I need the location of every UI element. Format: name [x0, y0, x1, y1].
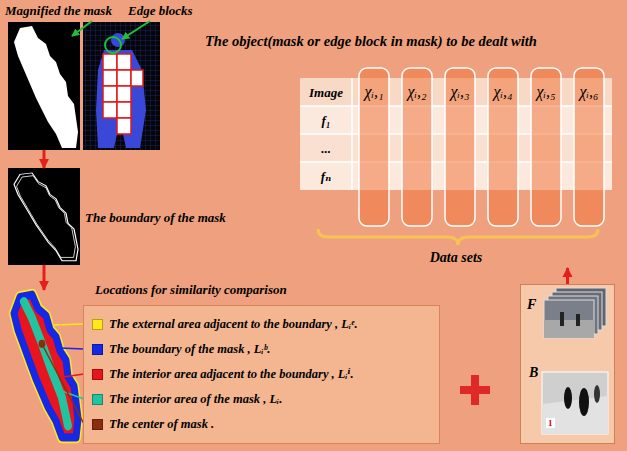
image-caption: Edge blocks [128, 3, 193, 18]
edge-block [103, 70, 117, 86]
legend-swatch [92, 369, 103, 380]
legend-swatch [92, 419, 103, 430]
table-header: χᵢ,₅ [536, 83, 555, 101]
table-header: χᵢ,₂ [407, 83, 426, 101]
edge-block-picture [83, 22, 160, 150]
leader-line [43, 346, 84, 424]
edge-block [103, 102, 117, 118]
column-bar [359, 68, 389, 226]
frame-person [560, 312, 564, 326]
frame [544, 300, 594, 338]
frame-floor [544, 320, 594, 338]
white-mask [14, 26, 78, 148]
boundary-band [14, 295, 78, 438]
leader-line [54, 324, 84, 325]
frame-label: B [529, 365, 538, 381]
block-grid [83, 22, 160, 150]
row-label: f₁ [322, 113, 331, 128]
legend-entry: The interior area adjacent to the bounda… [92, 362, 431, 387]
legend-text: The interior area of the mask , Lᵢ. [109, 392, 282, 407]
mask-boundary [14, 173, 78, 261]
plus-sign [460, 375, 490, 405]
mask-image-panel: Magnified the mask [8, 22, 80, 150]
video-frames-box: F B 1 [520, 284, 615, 444]
column-bar [402, 68, 432, 226]
location-mask-panel: Locations for similarity comparison [8, 290, 80, 440]
table-caption: Data sets [300, 249, 612, 266]
highlight-circle [105, 37, 121, 53]
location-mask [14, 295, 78, 438]
background-person [579, 388, 589, 416]
column-bars [359, 68, 604, 226]
column-bar [488, 68, 518, 226]
flow-arrow [43, 265, 46, 290]
edge-panel-ground [83, 22, 160, 150]
leader-line [59, 390, 84, 399]
row-label: fₙ [321, 169, 331, 184]
boundary-panel-ground [8, 168, 80, 265]
interior-area [24, 302, 68, 426]
mask-center [39, 340, 46, 348]
column-bar [574, 68, 604, 226]
person-mask [96, 50, 146, 148]
edge-block [117, 70, 131, 86]
edge-block [117, 102, 131, 118]
edge-block [117, 54, 131, 70]
edge-block [103, 86, 117, 102]
callout-number: 1 [546, 418, 555, 428]
flow-arrow [43, 150, 46, 168]
legend-box: The external area adjacent to the bounda… [83, 305, 440, 444]
external-band [14, 295, 78, 438]
background-frame [542, 372, 608, 434]
video-frames-picture [520, 284, 615, 444]
mask-boundary [17, 176, 76, 258]
table-header: χᵢ,₁ [364, 83, 383, 101]
legend-entry: The boundary of the mask , Lᵢᵇ. [92, 337, 431, 362]
edge-block [131, 70, 143, 86]
column-bar [531, 68, 561, 226]
pointer-arrow [72, 21, 92, 36]
legend-text: The interior area adjacent to the bounda… [109, 367, 354, 382]
leader-lines [43, 324, 84, 424]
legend-entry: The interior area of the mask , Lᵢ. [92, 387, 431, 412]
edge-block-panel: Edge blocks [83, 22, 160, 150]
row-label: ... [321, 141, 331, 156]
legend-entry: The center of mask . [92, 412, 431, 437]
legend-text: The center of mask . [109, 417, 214, 432]
plus-bar [471, 375, 479, 405]
background-person [594, 385, 600, 403]
table-header: χᵢ,₃ [450, 83, 469, 101]
legend-swatch [92, 319, 103, 330]
pointer-arrow [122, 21, 150, 39]
edge-block [103, 54, 117, 70]
image-caption: The boundary of the mask [85, 210, 226, 225]
column-bar [445, 68, 475, 226]
image-caption: Magnified the mask [5, 3, 112, 18]
section-heading: Locations for similarity comparison [95, 282, 287, 297]
edge-block [117, 118, 131, 134]
leader-line [60, 348, 84, 349]
edge-blocks [103, 54, 143, 134]
diagram-heading: The object(mask or edge block in mask) t… [205, 33, 537, 50]
frame-person [576, 314, 580, 326]
leader-line [63, 374, 84, 377]
legend-swatch [92, 344, 103, 355]
legend-text: The boundary of the mask , Lᵢᵇ. [109, 342, 270, 357]
mask-panel-ground [8, 22, 80, 150]
legend-text: The external area adjacent to the bounda… [109, 317, 358, 332]
table-header: χᵢ,₄ [493, 83, 512, 101]
legend-swatch [92, 394, 103, 405]
frame-label: F [527, 297, 536, 313]
data-table [300, 68, 612, 245]
background-person [564, 387, 572, 409]
table-header: χᵢ,₆ [579, 83, 598, 101]
edge-block [117, 86, 131, 102]
table-header: Image [309, 85, 343, 100]
legend-entry: The external area adjacent to the bounda… [92, 312, 431, 337]
boundary-image-panel: The boundary of the mask [8, 168, 80, 265]
flow-arrow [566, 268, 569, 284]
brace [318, 229, 598, 245]
frames-box-ground [520, 284, 615, 444]
